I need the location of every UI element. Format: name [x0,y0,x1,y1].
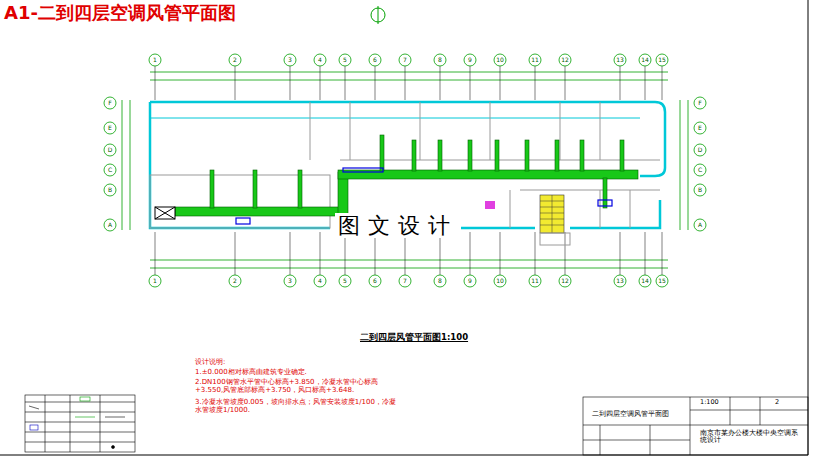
axis-bubble [639,275,651,287]
axis-label: 12 [561,57,569,64]
axis-label: 4 [318,57,322,64]
axis-label: A [698,222,702,229]
axis-label: D [698,147,703,154]
plan-title: 二到四层风管平面图1:100 [360,333,468,343]
axis-label: B [108,187,112,194]
axis-label: 4 [318,278,322,285]
axis-label: 1 [153,278,157,285]
axis-label: 9 [468,57,472,64]
axis-bubble [694,184,706,196]
axis-label: A [108,222,112,229]
axis-bubble [369,275,381,287]
title-block-cell: 二到四层空调风管平面图 [592,411,669,418]
axis-bubble [559,275,571,287]
axis-label: F [108,100,111,107]
axis-bubble [399,54,411,66]
axis-bubble [104,122,116,134]
axis-bubble [614,54,626,66]
axis-label: 3 [288,278,292,285]
note-line: 3.冷凝水管坡度0.005，坡向排水点；风管安装坡度1/100，冷凝水管坡度1/… [195,398,400,414]
axis-label: 5 [343,57,347,64]
axis-label: 3 [288,57,292,64]
axis-bubble [104,219,116,231]
axis-label: 15 [658,278,666,285]
axis-bubble [369,54,381,66]
axis-label: 8 [438,278,442,285]
axis-label: D [108,147,113,154]
axis-label: 9 [468,278,472,285]
axis-bubble [434,275,446,287]
axis-bubble [464,275,476,287]
axis-bubble [104,184,116,196]
axis-bubble [694,144,706,156]
axis-bubble [529,275,541,287]
note-line: 2.DN100钢管水平管中心标高+3.850，冷凝水管中心标高+3.550,风管… [195,378,400,394]
axis-bubble [464,54,476,66]
axis-bubble [229,54,241,66]
axis-label: 15 [658,57,666,64]
axis-label: 10 [496,57,504,64]
axis-bubble [656,275,668,287]
axis-bubble [694,164,706,176]
axis-label: C [698,167,702,174]
axis-label: 7 [403,278,407,285]
axis-bubble [559,54,571,66]
axis-label: 12 [561,278,569,285]
axis-bubble [494,54,506,66]
axis-label: 13 [616,278,624,285]
axis-label: 10 [496,278,504,285]
axis-bubble [694,122,706,134]
title-block-cell: 1:100 [700,399,719,406]
axis-bubble [229,275,241,287]
axis-label: 11 [531,57,539,64]
axis-label: 2 [233,278,237,285]
axis-label: 14 [641,278,649,285]
note-heading: 设计说明: [195,358,225,366]
axis-bubble [399,275,411,287]
drawing-title: A1-二到四层空调风管平面图 [4,3,236,24]
axis-bubble [656,54,668,66]
axis-label: 11 [531,278,539,285]
axis-label: 6 [373,278,377,285]
title-block-cell: 2 [775,399,779,406]
axis-bubble [104,164,116,176]
axis-label: 1 [153,57,157,64]
axis-bubble [494,275,506,287]
axis-label: 2 [233,57,237,64]
axis-label: 14 [641,57,649,64]
note-line: 1.±0.000相对标高由建筑专业确定. [195,368,400,376]
axis-bubble [314,275,326,287]
axis-label: E [108,125,112,132]
axis-bubble [149,275,161,287]
axis-label: E [698,125,702,132]
axis-label: F [698,100,701,107]
axis-bubble [149,54,161,66]
axis-label: 7 [403,57,407,64]
axis-label: 5 [343,278,347,285]
axis-bubble [694,97,706,109]
axis-bubble [434,54,446,66]
axis-bubble [284,54,296,66]
axis-bubble [614,275,626,287]
axis-bubble [529,54,541,66]
axis-label: C [108,167,112,174]
axis-label: 6 [373,57,377,64]
axis-label: 8 [438,57,442,64]
axis-bubble [639,54,651,66]
axis-bubble [694,219,706,231]
axis-bubble [104,97,116,109]
axis-label: B [698,187,702,194]
axis-bubble [104,144,116,156]
axis-label: 13 [616,57,624,64]
axis-bubble [314,54,326,66]
axis-bubble [284,275,296,287]
watermark: 图文设计 [335,213,461,238]
axis-bubble [339,54,351,66]
axis-bubble [339,275,351,287]
title-block-cell: 南京市某办公楼大楼中央空调系统设计 [700,430,800,445]
